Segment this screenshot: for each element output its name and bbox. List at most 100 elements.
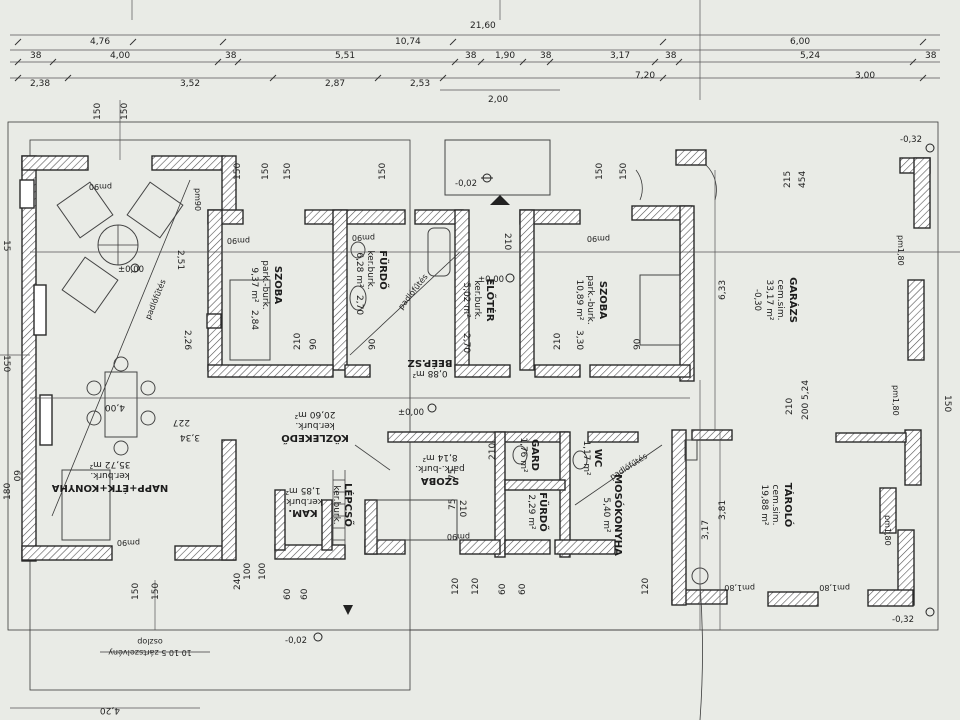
opening-1: pm90 — [89, 182, 112, 191]
elev-bottom-left: -0,02 — [285, 636, 307, 646]
room-furdo-1: FÜRDŐ ker.burk. 6,28 m² 2,70 — [354, 250, 391, 315]
mdim-22: 3,34 — [180, 432, 200, 442]
dim-row3-e: 38 — [465, 51, 477, 61]
mdim-12: 210 — [293, 333, 303, 350]
room-lepcso-name: LÉPCSŐ — [342, 483, 356, 527]
vdim-14: 200 — [801, 403, 811, 420]
room-szoba-1-finish: park.-burk. — [260, 260, 270, 309]
vdim-3: 150 — [233, 163, 243, 180]
elev-living-table: ±0,00 — [118, 265, 144, 275]
mdim-13: 210 — [553, 333, 563, 350]
room-kam-name: KAM. — [288, 507, 317, 518]
dim-row3-d: 5,51 — [335, 51, 355, 61]
room-szoba-2-finish: park.-burk. — [585, 275, 595, 324]
dim-row2-a: 4,76 — [90, 37, 110, 47]
room-kozlekedo-area: 20,60 m² — [294, 409, 335, 419]
side-dim-right-mid: 150 — [942, 395, 952, 412]
room-wc-name: WC — [592, 449, 603, 467]
vdim-8: 150 — [619, 163, 629, 180]
room-kozlekedo-name: KÖZLEKEDŐ — [281, 432, 349, 446]
opening-3: pm90 — [227, 236, 250, 245]
elev-entrance: -0,02 — [455, 179, 477, 189]
bottom-dim: 4,20 — [100, 705, 120, 715]
opening-4: pm90 — [352, 233, 375, 242]
vdim-7: 150 — [595, 163, 605, 180]
elevation-markers: -0,02 ±0,00 ±0,00 -0,02 -0,32 -0,32 ±0,0… — [118, 135, 935, 646]
dim-row2-c: 6,00 — [790, 37, 810, 47]
dim-row2-b: 10,74 — [395, 37, 421, 47]
opening-9: pm1,80 — [891, 385, 900, 416]
opening-labels: pm90 pm90 pm90 pm90 pm90 pm90 pm90 pm1,8… — [89, 182, 905, 592]
room-wc: WC 1,17 m² — [581, 440, 603, 476]
room-eloter-name: ELŐTÉR — [484, 278, 498, 321]
mdim-8: 60 — [498, 583, 508, 595]
room-furdo-1-finish: ker.burk. — [365, 250, 375, 289]
room-szoba-2-area: 10,89 m² — [574, 279, 584, 320]
elev-top-right: -0,32 — [900, 135, 922, 145]
room-furdo-2-area: 2,29 m² — [526, 494, 536, 530]
room-eloter: ELŐTÉR ker.burk. 5,02 m² 2,70 — [461, 278, 498, 353]
vdim-4: 150 — [261, 163, 271, 180]
opening-12: pm1,80 — [724, 583, 755, 592]
room-eloter-height: 2,70 — [461, 333, 471, 353]
room-szoba-3-name: SZOBA — [421, 475, 460, 486]
room-furdo-2-name: FÜRDŐ — [537, 492, 551, 531]
mdim-14: 90 — [309, 338, 319, 350]
room-kam: KAM. ker.burk. 1,85 m² — [283, 485, 322, 518]
mdim-24: 2,26 — [182, 330, 192, 350]
vdim-17: 180 — [3, 483, 13, 500]
room-mosokonyha: MOSÓKONYHA 5,40 m² — [601, 474, 625, 556]
room-garazs: GARÁZS cem.sim. 33,17 m² -0,30 — [752, 277, 800, 323]
opening-10: pm1,80 — [883, 515, 892, 546]
mdim-3: 100 — [258, 563, 268, 580]
room-szoba-1: SZOBA park.-burk. 9,37 m² 2,84 — [249, 260, 283, 330]
room-garazs-area: 33,17 m² — [764, 279, 774, 320]
room-living: NAPP+ÉTK+KONYHA ker.burk. 35,72 m² — [52, 459, 169, 495]
room-tarolo-area: 19,88 m² — [759, 484, 769, 525]
dim-row3-i: 38 — [665, 51, 677, 61]
room-eloter-area: 5,02 m² — [461, 282, 471, 318]
vdim-13: 210 — [785, 398, 795, 415]
dim-row3-f: 1,90 — [495, 51, 515, 61]
mdim-2: 240 — [233, 573, 243, 590]
room-szoba-3-area: 8,14 m² — [422, 452, 458, 462]
room-lepcso: LÉPCSŐ ker.burk. — [331, 483, 356, 527]
room-kam-area: 1,85 m² — [285, 485, 321, 495]
bottom-note-line2: oszlop — [137, 637, 162, 646]
side-dim-left-mid: 150 — [1, 355, 11, 372]
misc-dim-labels: 100 240 100 60 60 120 120 60 60 120 210 … — [105, 233, 651, 600]
mdim-10: 120 — [641, 578, 651, 595]
mdim-21: 227 — [173, 417, 190, 427]
dim-row4-a: 2,38 — [30, 79, 50, 89]
mdim-4: 60 — [283, 588, 293, 600]
mdim-15: 90 — [368, 338, 378, 350]
room-szoba-2-name: SZOBA — [597, 281, 608, 320]
dim-row3-g: 38 — [540, 51, 552, 61]
mdim-7: 120 — [471, 578, 481, 595]
mdim-20: 210 — [457, 500, 467, 517]
room-beepsz: BEÉP.SZ 0,88 m² — [407, 357, 452, 378]
room-tarolo-finish: cem.sim. — [770, 485, 780, 526]
room-kam-finish: ker.burk. — [283, 496, 322, 506]
dim-row3-c: 38 — [225, 51, 237, 61]
vdim-5: 150 — [283, 163, 293, 180]
room-beepsz-area: 0,88 m² — [412, 368, 448, 378]
dim-row3-j: 5,24 — [800, 51, 820, 61]
dim-row3-b: 4,00 — [110, 51, 130, 61]
dim-row3-k: 38 — [925, 51, 937, 61]
dim-row3-a: 38 — [30, 51, 42, 61]
dim-row4-d: 2,53 — [410, 79, 430, 89]
vdim-1: 150 — [93, 103, 103, 120]
dim-row4-f: 3,00 — [855, 71, 875, 81]
interior-dim-lines — [0, 100, 960, 630]
vertical-dim-labels: 150 150 150 150 150 150 150 150 454 215 … — [3, 103, 811, 600]
room-furdo-1-name: FÜRDŐ — [377, 250, 391, 289]
room-garazs-finish: cem.sim. — [775, 280, 785, 321]
room-lepcso-finish: ker.burk. — [331, 485, 341, 524]
opening-7: pm90 — [447, 532, 470, 541]
room-tarolo: TÁROLÓ cem.sim. 19,88 m² — [759, 483, 795, 528]
side-dims: 15 150 60 150 — [1, 240, 952, 482]
room-mosokonyha-name: MOSÓKONYHA — [612, 474, 625, 556]
vdim-18: 150 — [131, 583, 141, 600]
